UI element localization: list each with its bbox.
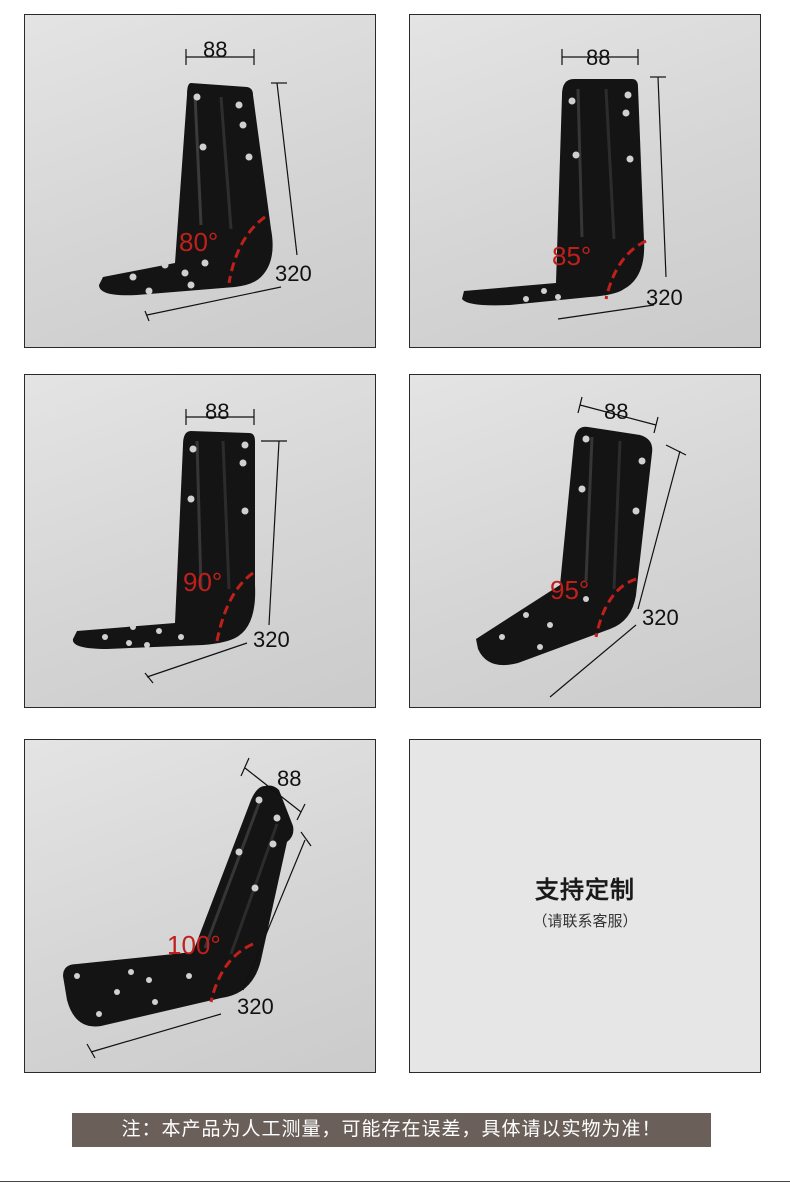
angle-label: 100° xyxy=(167,930,221,960)
dimension-lines xyxy=(86,757,312,1059)
angle-arc xyxy=(227,215,266,284)
height-dimension-label: 320 xyxy=(237,994,274,1019)
width-dimension-label: 88 xyxy=(205,399,229,424)
custom-order-title: 支持定制 xyxy=(535,877,635,904)
bracket-80-illustration: 88 320 80° xyxy=(99,37,312,322)
angle-arc xyxy=(594,577,637,638)
product-panel-100: 88 320 100° xyxy=(24,739,376,1073)
height-dimension-label: 320 xyxy=(253,627,290,652)
bracket-image xyxy=(462,79,645,306)
product-panel-90: 88 320 90° xyxy=(24,374,376,708)
bracket-100-illustration: 88 320 100° xyxy=(63,757,312,1059)
product-panel-80: 88 320 80° xyxy=(24,14,376,348)
width-dimension-label: 88 xyxy=(586,45,610,70)
bracket-image xyxy=(476,426,653,668)
angle-label: 95° xyxy=(550,575,589,605)
dimension-lines xyxy=(557,49,667,320)
product-panel-85: 88 320 85° xyxy=(409,14,761,348)
dimension-lines xyxy=(144,49,298,322)
measurement-note-banner: 注：本产品为人工测量，可能存在误差，具体请以实物为准！ xyxy=(72,1113,711,1147)
bracket-90-illustration: 88 320 90° xyxy=(72,399,290,684)
angle-arc xyxy=(604,239,647,300)
height-dimension-label: 320 xyxy=(646,285,683,310)
width-dimension-label: 88 xyxy=(203,37,227,62)
dimension-lines xyxy=(549,396,687,698)
width-dimension-label: 88 xyxy=(604,399,628,424)
angle-label: 85° xyxy=(552,241,591,271)
product-panel-95: 88 320 95° xyxy=(409,374,761,708)
angle-arc xyxy=(215,571,254,642)
angle-label: 80° xyxy=(179,227,218,257)
bracket-85-illustration: 88 320 85° xyxy=(462,45,683,320)
dimension-lines xyxy=(144,409,287,684)
bottom-divider xyxy=(0,1181,790,1182)
angle-label: 90° xyxy=(183,567,222,597)
bracket-95-illustration: 88 320 95° xyxy=(476,396,687,698)
width-dimension-label: 88 xyxy=(277,766,301,791)
custom-order-subtitle: （请联系客服） xyxy=(532,913,638,930)
angle-arc xyxy=(209,942,254,1003)
height-dimension-label: 320 xyxy=(642,605,679,630)
bracket-image xyxy=(72,431,256,649)
bracket-image xyxy=(63,785,294,1027)
height-dimension-label: 320 xyxy=(275,261,312,286)
bracket-image xyxy=(99,83,273,296)
custom-order-panel: 支持定制 （请联系客服） xyxy=(409,739,761,1073)
